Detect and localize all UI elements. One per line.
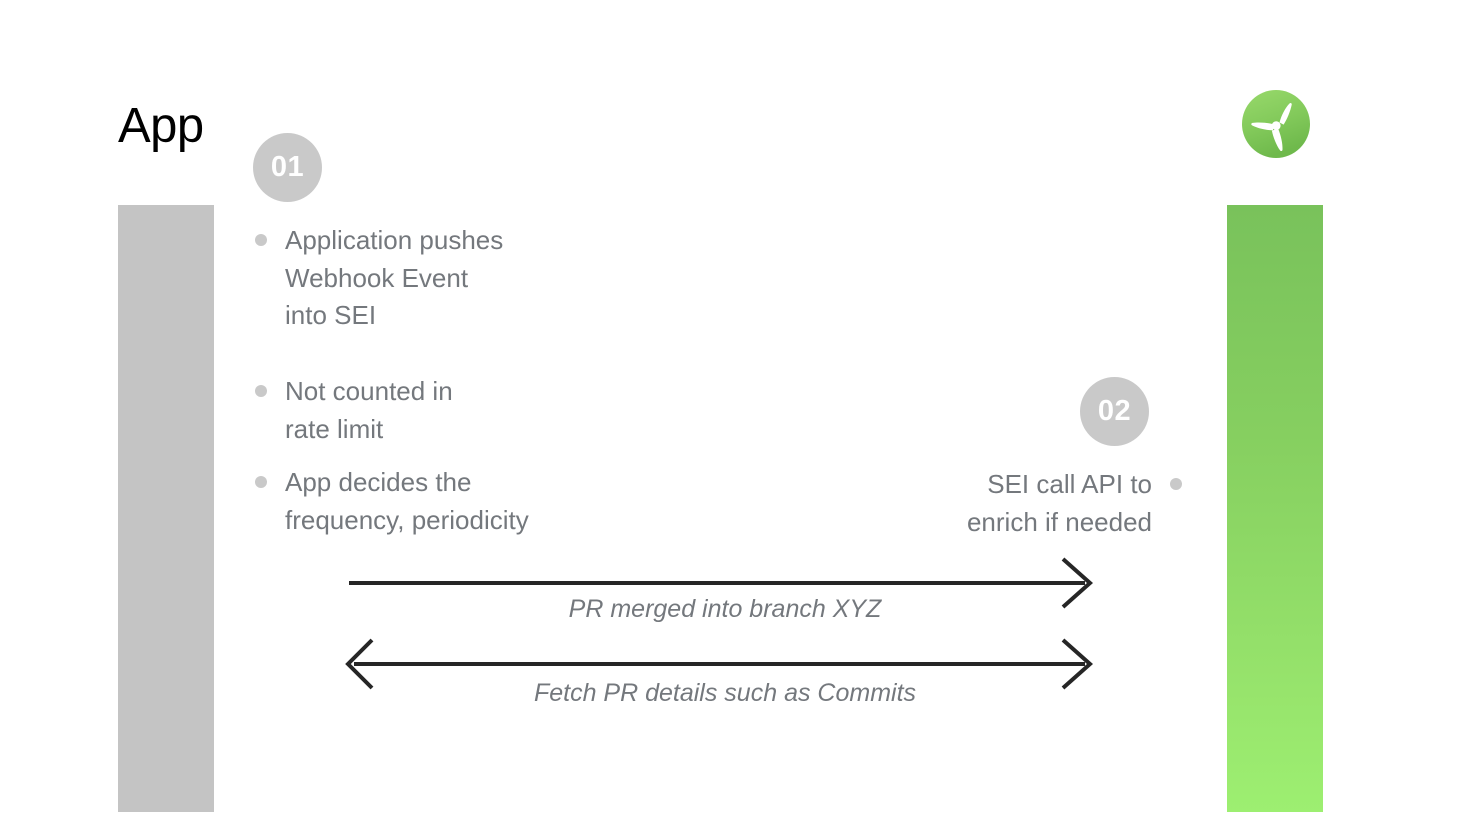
bullet-text: SEI call API to enrich if needed	[966, 469, 1152, 537]
bullet-item: App decides the frequency, periodicity	[255, 464, 529, 539]
pr-merged-arrow	[349, 557, 1094, 609]
bullet-item: Application pushes Webhook Event into SE…	[255, 222, 503, 335]
fetch-pr-arrow-label: Fetch PR details such as Commits	[533, 679, 917, 707]
bullet-text: Application pushes Webhook Event into SE…	[285, 225, 504, 330]
bullet-text: App decides the frequency, periodicity	[285, 467, 529, 535]
harness-propeller-logo-icon	[1241, 89, 1311, 159]
fetch-pr-arrow	[345, 638, 1094, 690]
step-badge-01: 01	[253, 133, 322, 202]
bullet-dot-icon	[255, 476, 267, 488]
app-lane-bar	[118, 205, 214, 812]
page-title: App	[118, 99, 204, 153]
pr-merged-arrow-label: PR merged into branch XYZ	[568, 595, 882, 623]
bullet-item: SEI call API to enrich if needed	[930, 466, 1182, 541]
step-02-bullet-list: SEI call API to enrich if needed	[930, 466, 1182, 556]
step-01-bullet-list: Application pushes Webhook Event into SE…	[255, 222, 675, 552]
bullet-item: Not counted in rate limit	[255, 373, 453, 448]
step-badge-02: 02	[1080, 377, 1149, 446]
bullet-dot-icon	[255, 385, 267, 397]
sequence-arrows	[345, 557, 1094, 690]
sei-lane-bar	[1227, 205, 1323, 812]
bullet-text: Not counted in rate limit	[285, 376, 453, 444]
bullet-dot-icon	[1170, 478, 1182, 490]
bullet-dot-icon	[255, 234, 267, 246]
